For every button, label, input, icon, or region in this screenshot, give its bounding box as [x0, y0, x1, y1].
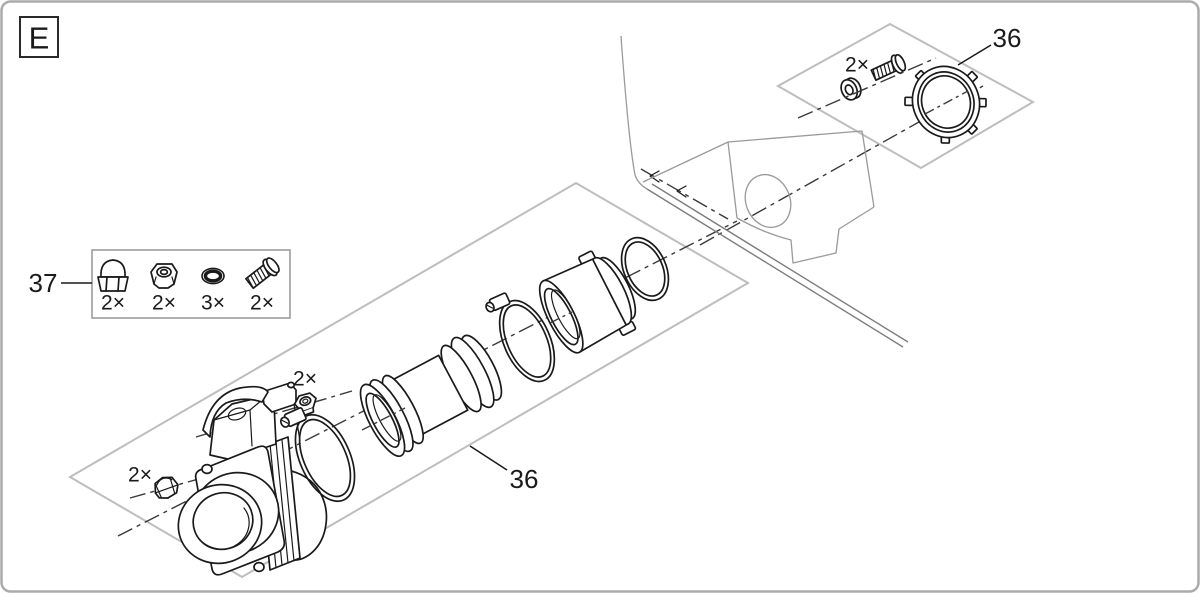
part37-label: 37 [29, 268, 58, 298]
top-group-frame [775, 22, 1036, 170]
kit-cap-nut-qty: 2× [101, 292, 125, 315]
section-label-box: E [19, 16, 59, 58]
part36-main-leader-line [469, 445, 508, 471]
part36-top-label: 36 [993, 23, 1022, 53]
hose-clamp-2 [485, 292, 556, 383]
kit-o-ring-qty: 3× [201, 292, 225, 315]
lock-nut-qty-label: 2× [293, 368, 317, 391]
o-ring-seal [620, 236, 670, 302]
lock-nut-part [293, 392, 317, 417]
direction-arrow-icon [649, 170, 660, 183]
ghost-pump-housing [620, 35, 909, 348]
coupling-sleeve [538, 250, 637, 354]
part36-top-leader-line [957, 44, 992, 66]
cap-nut-part [154, 476, 179, 499]
section-label: E [29, 21, 50, 56]
washer-part [840, 77, 862, 101]
mount-direction-centerline [640, 168, 729, 220]
direction-arrow-icon [676, 185, 687, 198]
outlet-housing [177, 381, 328, 576]
centerline-overlays [361, 57, 969, 431]
screw-qty-label: 2× [845, 54, 869, 77]
lock-nut-icon [150, 263, 178, 289]
screw-icon [245, 257, 280, 290]
kit-lock-nut-qty: 2× [152, 292, 176, 315]
hardware-kit-box: 2× 2× 3× 2× [91, 249, 291, 319]
threaded-ring-nut [904, 65, 987, 144]
main-axis-centerline [117, 220, 738, 537]
cap-nut-qty-label: 2× [128, 464, 152, 487]
ring-nut-group [840, 53, 987, 144]
o-ring-icon [201, 267, 225, 285]
part36-main-label: 36 [510, 464, 539, 494]
hose-clamp-1 [279, 407, 356, 503]
connection-tube [359, 334, 503, 457]
cap-nut-icon [97, 259, 129, 292]
ghost-port-hole [744, 173, 792, 229]
kit-screw-qty: 2× [250, 292, 274, 315]
